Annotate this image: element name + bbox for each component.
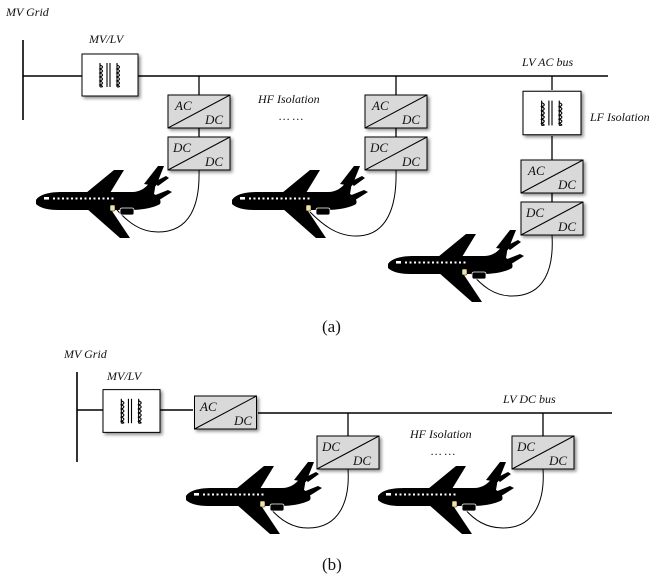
mv-grid-label-a: MV Grid <box>5 5 50 19</box>
mv-grid-label-b: MV Grid <box>63 347 108 361</box>
dc-label: DC <box>204 154 223 169</box>
ellipsis-b: … … <box>431 444 455 458</box>
bus-label-a: LV AC bus <box>521 55 573 69</box>
dc-label: DC <box>557 177 576 192</box>
transformer-label-b: MV/LV <box>106 369 143 383</box>
charging-cable <box>269 468 349 529</box>
dc-label: DC <box>352 453 371 468</box>
dc-label: DC <box>557 219 576 234</box>
charging-cable <box>116 169 200 233</box>
charging-cable <box>469 234 553 297</box>
hf-isolation-label-a: HF Isolation <box>257 92 320 106</box>
panel-a: MV Grid MV/LV LV AC bus AC DC DC DC HF I… <box>5 5 650 336</box>
bus-label-b: LV DC bus <box>502 392 556 406</box>
charging-cable <box>463 468 544 529</box>
dc-label: DC <box>401 112 420 127</box>
charging-cable <box>309 169 397 237</box>
lf-isolation-label: LF Isolation <box>589 110 650 124</box>
aircraft-icon <box>185 461 323 535</box>
ac-label: AC <box>371 98 389 113</box>
dc-label: DC <box>204 112 223 127</box>
ac-label: AC <box>174 98 192 113</box>
dc-label: DC <box>321 439 340 454</box>
charger-b1: DC DC <box>185 436 379 535</box>
charger-a1: AC DC DC DC <box>35 95 230 239</box>
dc-label: DC <box>548 453 567 468</box>
dc-label: DC <box>233 413 252 428</box>
ac-label: AC <box>199 399 217 414</box>
ellipsis-a: … … <box>279 109 303 123</box>
charger-a2: AC DC DC DC <box>231 95 427 239</box>
aircraft-icon <box>387 229 525 303</box>
transformer-icon <box>82 54 138 96</box>
charger-b2: DC DC <box>377 436 574 535</box>
caption-b: (b) <box>322 555 342 574</box>
aircraft-icon <box>35 165 173 239</box>
charger-a3: LF Isolation AC DC DC DC <box>387 91 650 303</box>
caption-a: (a) <box>322 317 341 336</box>
ac-label: AC <box>527 163 545 178</box>
dc-label: DC <box>401 154 420 169</box>
dc-label: DC <box>172 140 191 155</box>
aircraft-icon <box>231 165 369 239</box>
panel-b: MV Grid MV/LV AC DC LV DC bus DC DC HF I… <box>63 347 612 574</box>
transformer-label-a: MV/LV <box>88 32 125 46</box>
aircraft-icon <box>377 461 515 535</box>
hf-isolation-label-b: HF Isolation <box>409 427 472 441</box>
dc-label: DC <box>369 140 388 155</box>
transformer-icon <box>103 390 160 433</box>
transformer-icon <box>523 91 581 135</box>
dc-label: DC <box>525 205 544 220</box>
dc-label: DC <box>516 439 535 454</box>
